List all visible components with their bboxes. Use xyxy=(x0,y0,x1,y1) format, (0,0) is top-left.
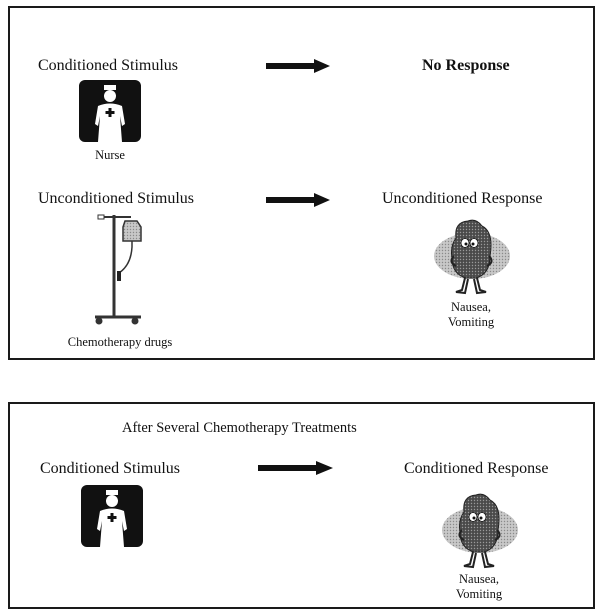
iv-drip-icon xyxy=(93,213,143,326)
nurse-icon xyxy=(81,485,143,547)
panel-heading: After Several Chemotherapy Treatments xyxy=(122,420,357,436)
unconditioned-stimulus-label: Unconditioned Stimulus xyxy=(38,190,194,207)
arrow-icon xyxy=(266,59,330,73)
no-response-label: No Response xyxy=(422,57,510,74)
conditioned-stimulus-label: Conditioned Stimulus xyxy=(38,57,179,74)
chemotherapy-drugs-caption: Chemotherapy drugs xyxy=(67,335,173,349)
nurse-icon xyxy=(79,80,141,142)
caption-line-2: Vomiting xyxy=(447,315,495,329)
unconditioned-response-label: Unconditioned Response xyxy=(382,190,543,207)
caption-line-1: Nausea, xyxy=(451,300,491,314)
sick-character-icon xyxy=(433,219,511,294)
nurse-caption: Nurse xyxy=(95,148,125,162)
conditioned-stimulus-label: Conditioned Stimulus xyxy=(40,460,181,477)
nausea-vomiting-caption: Nausea, Vomiting xyxy=(430,300,512,330)
conditioned-response-label: Conditioned Response xyxy=(404,460,549,477)
arrow-icon xyxy=(266,193,330,207)
nausea-vomiting-caption: Nausea, Vomiting xyxy=(438,572,520,602)
caption-line-1: Nausea, xyxy=(459,572,499,586)
sick-character-icon xyxy=(441,493,519,568)
arrow-icon xyxy=(258,461,333,475)
caption-line-2: Vomiting xyxy=(455,587,503,601)
